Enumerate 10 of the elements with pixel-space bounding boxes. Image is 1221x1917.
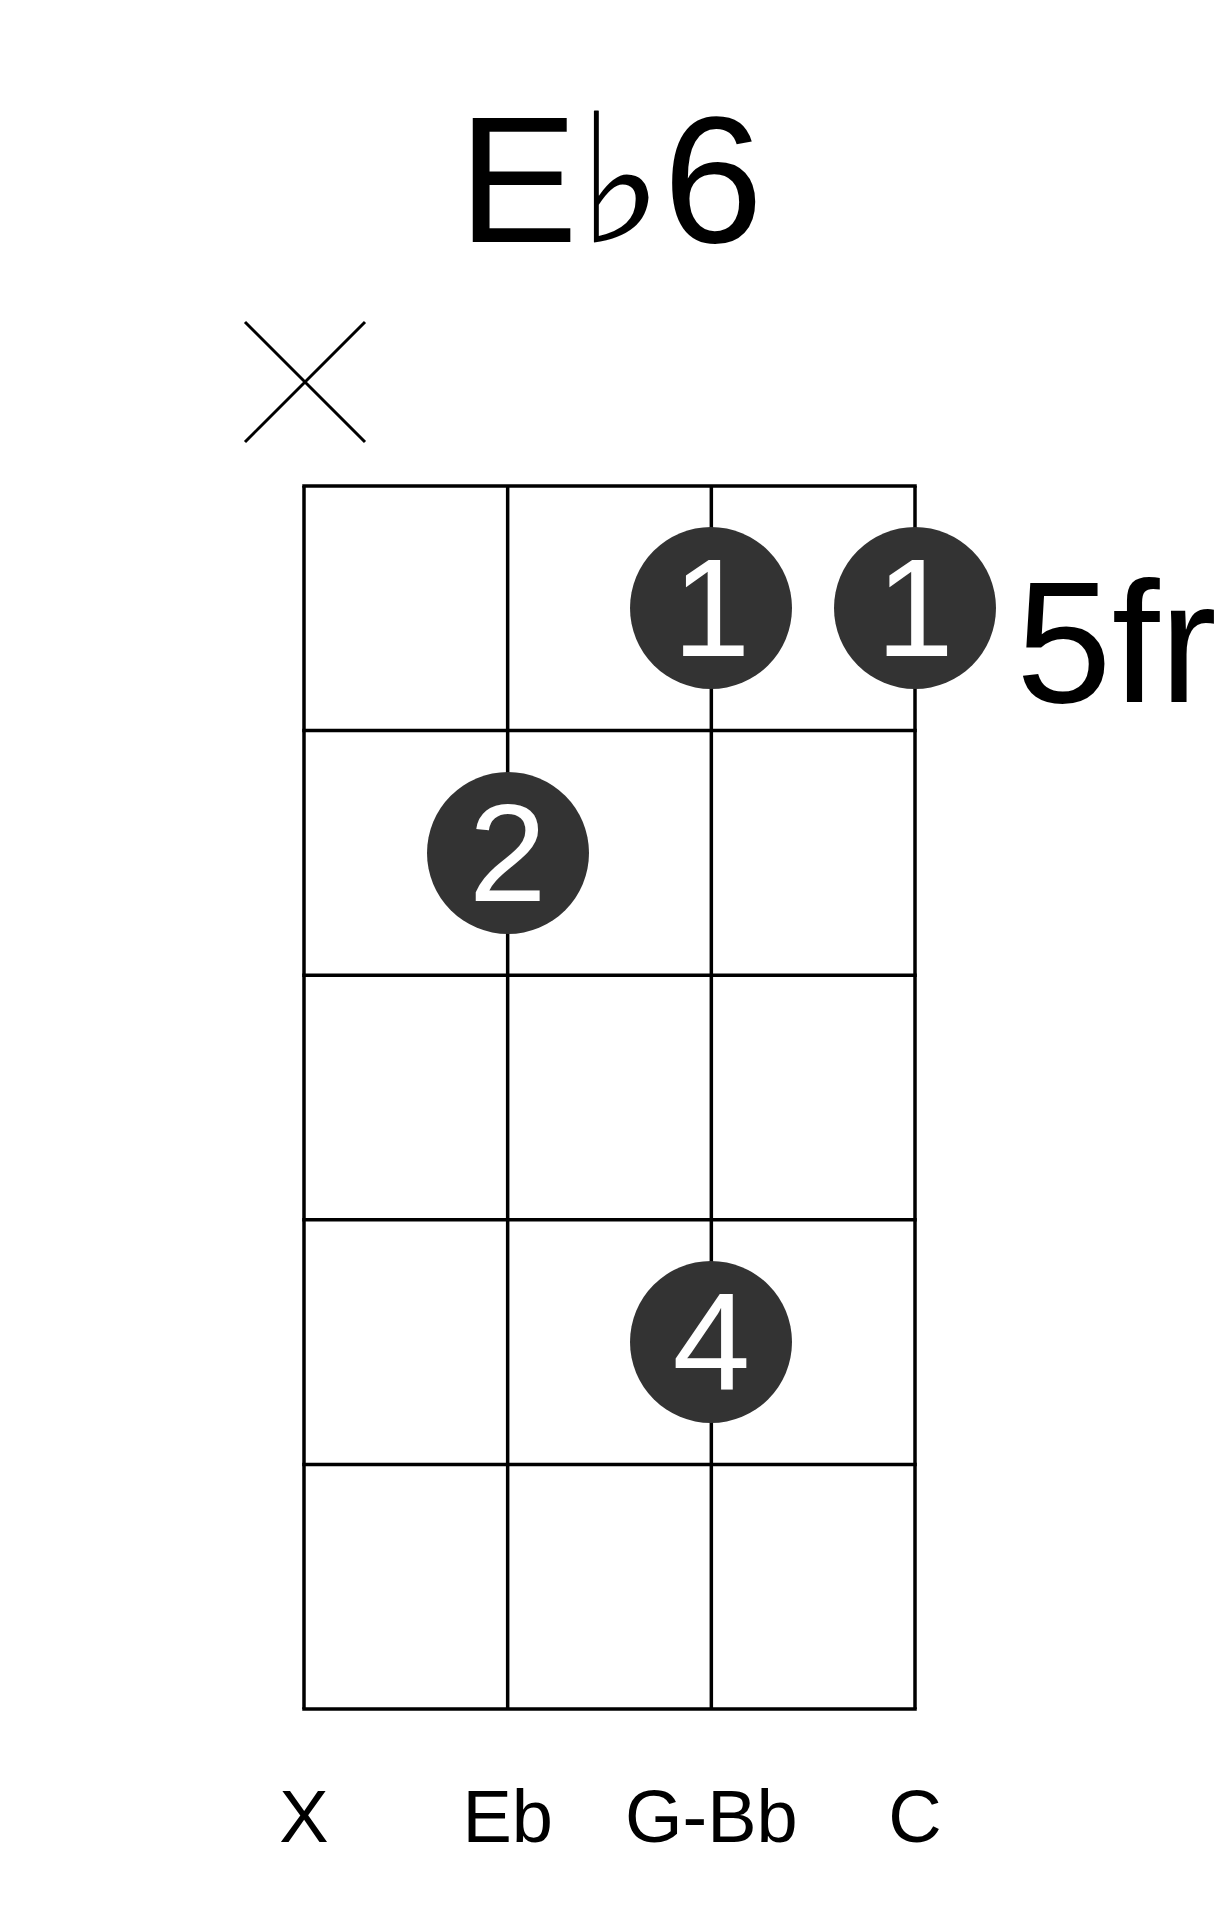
string-label: Eb: [462, 1780, 553, 1854]
string-label: C: [888, 1780, 942, 1854]
finger-dot: 2: [426, 771, 589, 934]
chord-title: E♭6: [456, 90, 765, 270]
string-label: G-Bb: [624, 1780, 798, 1854]
finger-dot: 4: [630, 1261, 793, 1424]
finger-dot: 1: [630, 527, 793, 690]
finger-dot: 1: [834, 527, 996, 690]
fret-position-label: 5fr: [1016, 556, 1217, 728]
string-label: X: [279, 1780, 329, 1854]
